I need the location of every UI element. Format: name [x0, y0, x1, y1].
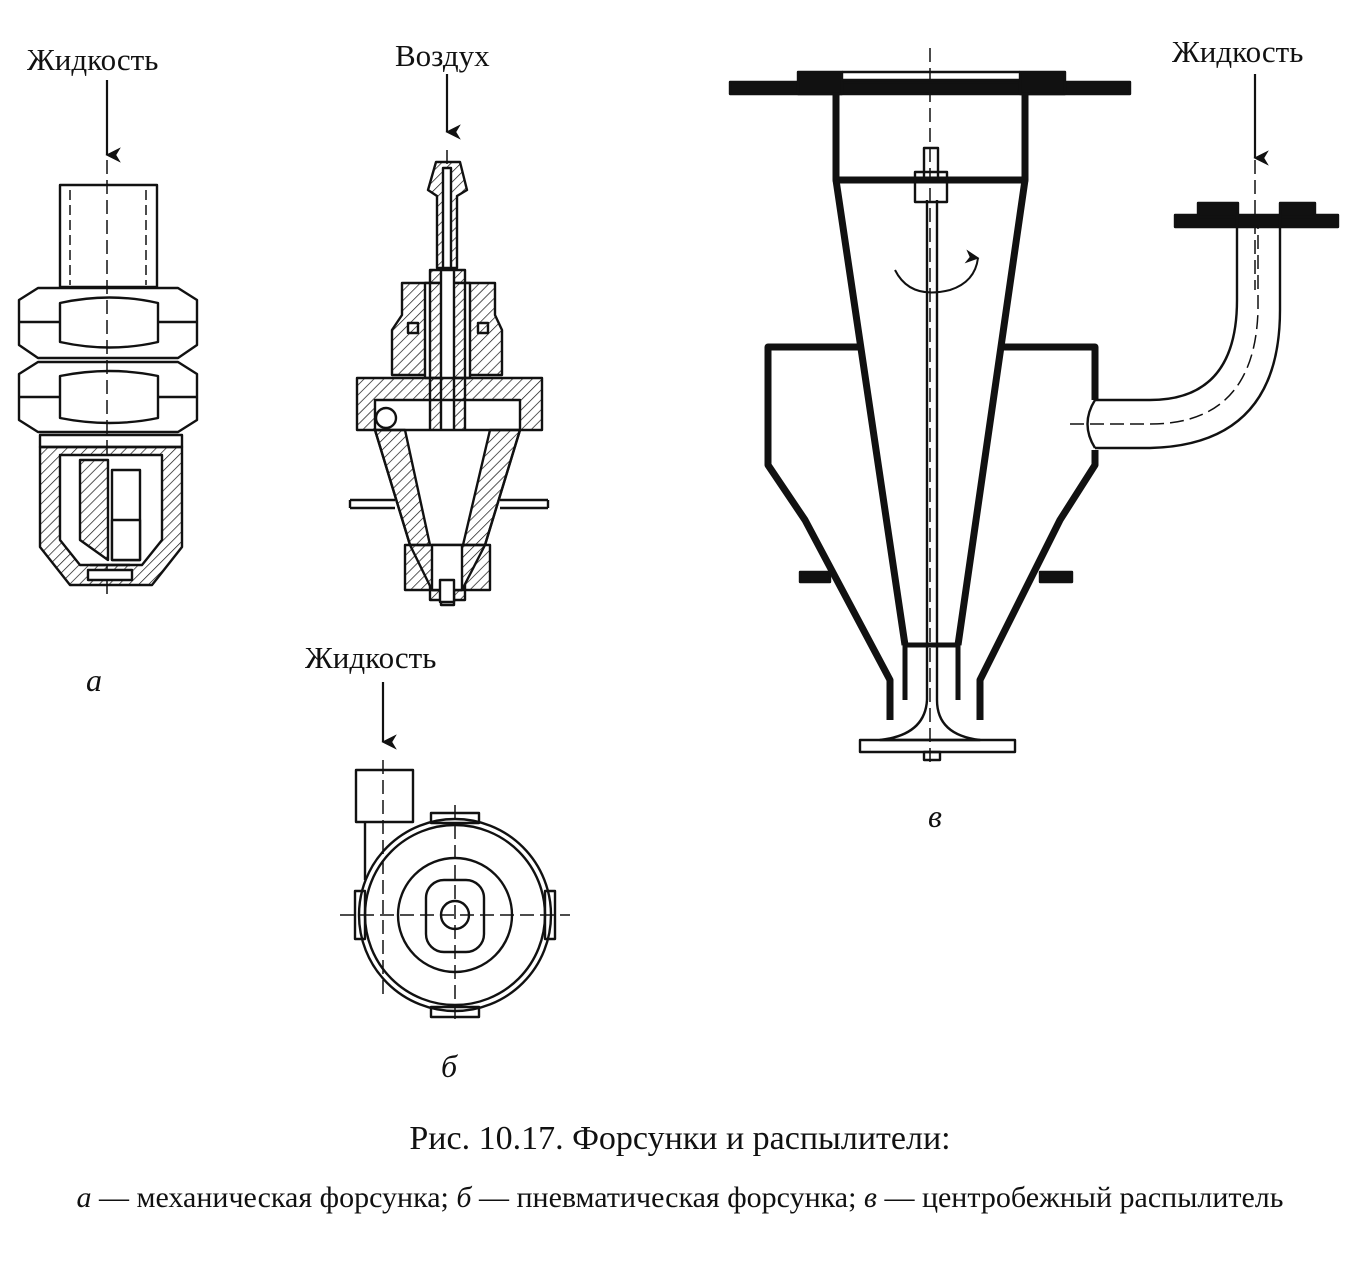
figure-caption-description: а — механическая форсунка; б — пневматич… — [0, 1176, 1360, 1220]
caption-item-b: пневматическая форсунка; — [516, 1181, 857, 1214]
liquid-label-b: Жидкость — [305, 640, 437, 675]
caption-letter-b: б — [456, 1181, 472, 1214]
liquid-label-a: Жидкость — [27, 42, 159, 77]
mechanical-nozzle-drawing — [17, 80, 199, 600]
pneumatic-nozzle-drawing — [348, 74, 550, 610]
caption-item-a: механическая форсунка; — [136, 1181, 449, 1214]
caption-dash: — — [471, 1181, 517, 1214]
caption-dash: — — [91, 1181, 137, 1214]
subfigure-label-a: а — [86, 662, 102, 698]
caption-dash: — — [876, 1181, 922, 1214]
subfigure-label-c: в — [928, 798, 942, 834]
caption-item-c: центробежный распылитель — [921, 1181, 1284, 1214]
figure-caption-title: Рис. 10.17. Форсунки и распылители: — [409, 1120, 951, 1157]
liquid-label-c: Жидкость — [1172, 34, 1304, 69]
caption-letter-c: в — [863, 1181, 877, 1214]
caption-letter-a: а — [76, 1181, 92, 1214]
centrifugal-atomizer-drawing — [728, 48, 1340, 765]
air-label-b: Воздух — [395, 38, 490, 73]
pneumatic-nozzle-plan — [340, 682, 570, 1025]
subfigure-label-b: б — [441, 1048, 458, 1084]
